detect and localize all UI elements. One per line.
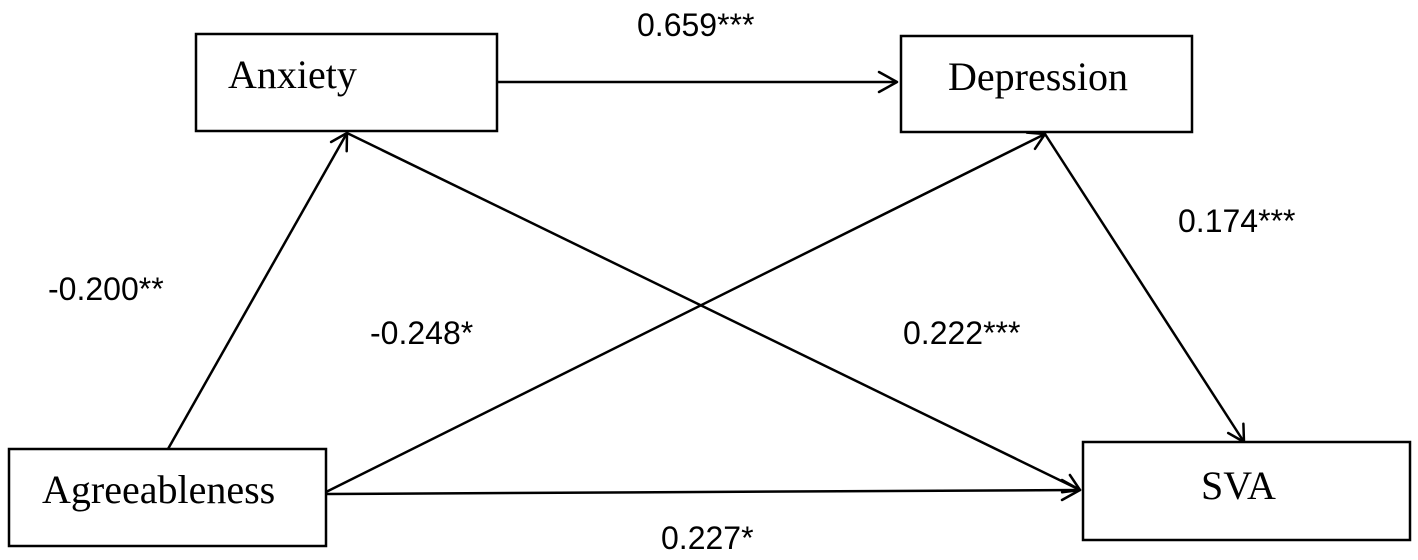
- node-anxiety-label: Anxiety: [228, 52, 357, 97]
- node-agreeableness-label: Agreeableness: [42, 467, 275, 512]
- node-anxiety-box: [194, 32, 499, 133]
- coef-agreeableness-anxiety: -0.200**: [48, 271, 164, 307]
- coefficients: 0.659*** 0.174*** -0.200** -0.248* 0.222…: [48, 7, 1295, 556]
- edges: [166, 70, 1246, 502]
- edge-depression-sva: [1043, 133, 1246, 444]
- coef-agreeableness-depression: -0.248*: [370, 315, 473, 351]
- node-anxiety: Anxiety: [194, 32, 499, 133]
- coef-anxiety-sva: 0.222***: [903, 315, 1020, 351]
- node-depression: Depression: [899, 34, 1194, 134]
- coef-agreeableness-sva: 0.227*: [661, 520, 754, 556]
- edge-anxiety-depression: [497, 70, 899, 94]
- node-sva-label: SVA: [1201, 463, 1276, 508]
- edge-agreeableness-depression: [325, 131, 1047, 494]
- coef-depression-sva: 0.174***: [1178, 203, 1295, 239]
- node-depression-box: [899, 34, 1194, 134]
- node-agreeableness-box: [7, 447, 328, 548]
- edge-agreeableness-anxiety: [166, 131, 349, 450]
- node-depression-label: Depression: [948, 54, 1128, 99]
- node-sva: SVA: [1081, 440, 1412, 542]
- coef-anxiety-depression: 0.659***: [637, 7, 754, 43]
- node-sva-box: [1081, 440, 1412, 542]
- edge-anxiety-sva: [346, 131, 1082, 494]
- node-agreeableness: Agreeableness: [7, 447, 328, 548]
- edge-agreeableness-sva: [325, 478, 1082, 502]
